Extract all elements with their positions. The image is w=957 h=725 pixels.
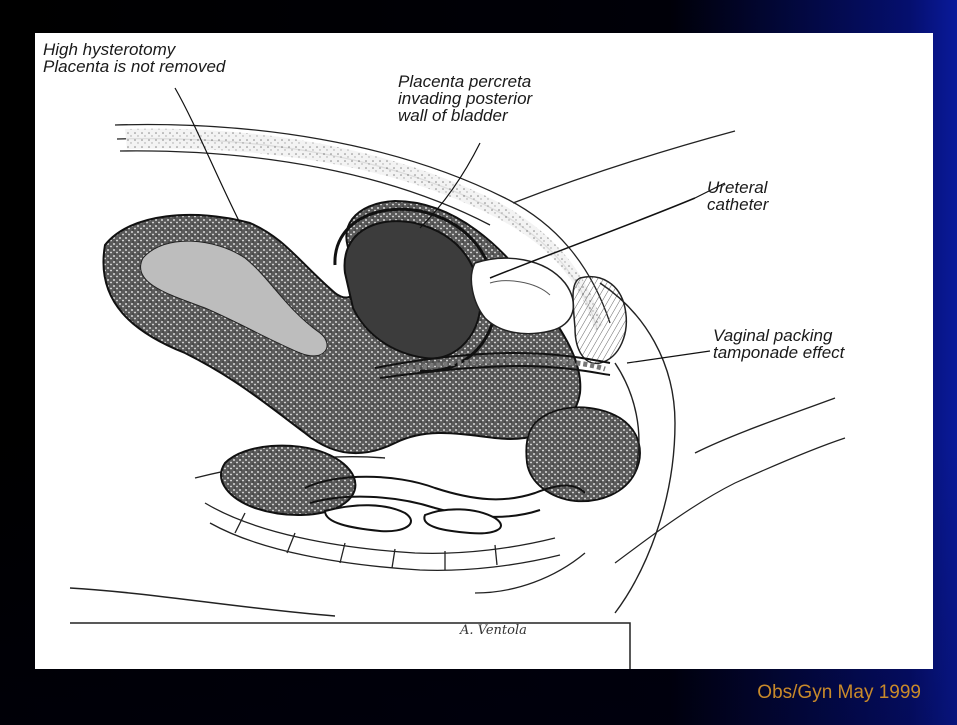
ureteral-catheter bbox=[490, 198, 695, 278]
pubic-symphysis bbox=[573, 277, 626, 364]
source-caption: Obs/Gyn May 1999 bbox=[757, 682, 921, 704]
label-high-hysterotomy: High hysterotomy Placenta is not removed bbox=[43, 41, 225, 75]
buttock-fold bbox=[475, 553, 585, 593]
anatomical-illustration: High hysterotomy Placenta is not removed… bbox=[35, 33, 933, 669]
illustrator-signature: A. Ventola bbox=[460, 623, 527, 638]
label-placenta-percreta: Placenta percreta invading posterior wal… bbox=[398, 73, 532, 124]
table-line bbox=[70, 588, 630, 669]
label-vaginal-packing: Vaginal packing tamponade effect bbox=[713, 327, 844, 361]
label-ureteral-catheter: Ureteral catheter bbox=[707, 179, 768, 213]
perineum-mass bbox=[526, 407, 640, 501]
